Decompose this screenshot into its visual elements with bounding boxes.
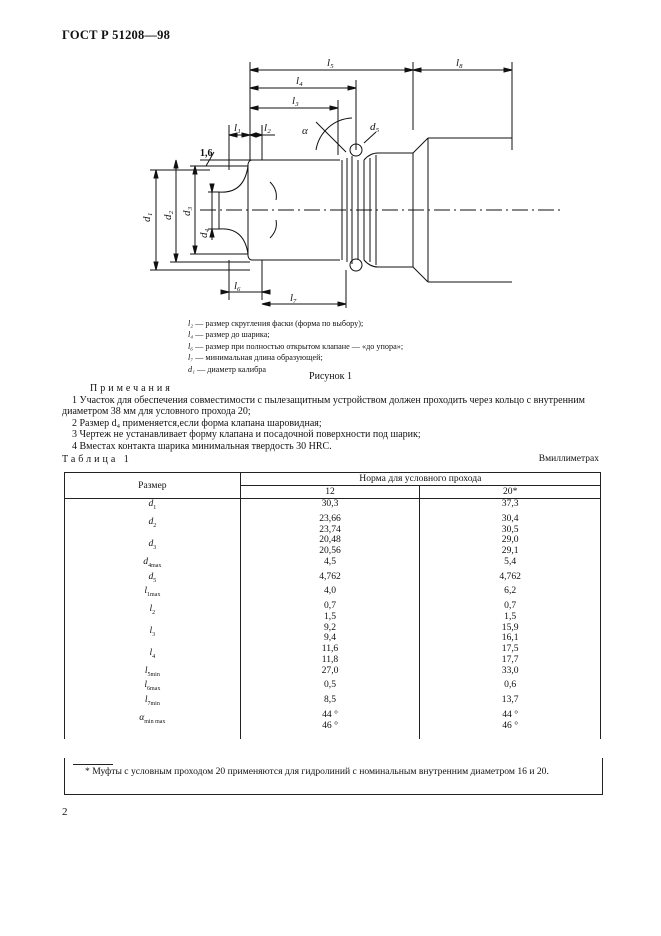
header-col-20: 20* xyxy=(419,485,601,499)
cell-value-20: 0,6 xyxy=(419,680,601,696)
label-l2: l₂ xyxy=(264,122,271,134)
label-alpha: α xyxy=(302,125,308,137)
cell-size: αmin max xyxy=(64,709,241,740)
cell-size: l4 xyxy=(64,644,241,666)
cell-value-12: 30,3 xyxy=(239,498,421,514)
note-item: 1 Участок для обеспечения совместимости … xyxy=(62,394,585,418)
cell-size: d3 xyxy=(64,535,241,557)
cell-value-12: 8,5 xyxy=(239,694,421,710)
label-chamfer: 1,6 xyxy=(200,148,213,159)
legend-item: l₇ — минимальная длина образующей; xyxy=(188,353,323,363)
label-l8: l₈ xyxy=(456,57,463,69)
cell-size: l7min xyxy=(64,694,241,710)
table-caption: Таблица 1 xyxy=(62,454,132,465)
cell-size: l6max xyxy=(64,680,241,696)
cell-value-20: 6,2 xyxy=(419,585,601,601)
cell-value-20: 37,3 xyxy=(419,498,601,514)
note-item: 4 Вместах контакта шарика минимальная тв… xyxy=(72,440,332,452)
notes-title: Примечания xyxy=(90,383,173,394)
cell-size: d5 xyxy=(64,571,241,587)
cell-value-20: 44 °46 ° xyxy=(419,709,601,740)
legend-item: l₂ — размер скругления фаски (форма по в… xyxy=(188,319,364,328)
cell-value-20: 13,7 xyxy=(419,694,601,710)
footnote-text: * Муфты с условным проходом 20 применяют… xyxy=(85,766,549,777)
label-d5: d₅ xyxy=(370,121,380,133)
cell-size: l3 xyxy=(64,622,241,645)
cell-value-12: 27,0 xyxy=(239,665,421,681)
label-d1: d₁ xyxy=(141,213,153,223)
figure-caption: Рисунок 1 xyxy=(309,371,352,382)
cell-size: l5min xyxy=(64,665,241,681)
document-header: ГОСТ Р 51208—98 xyxy=(62,28,171,42)
cell-value-20: 33,0 xyxy=(419,665,601,681)
cell-value-12: 4,762 xyxy=(239,571,421,587)
cell-value-12: 44 °46 ° xyxy=(239,709,421,740)
table-unit: Вмиллиметрах xyxy=(538,454,599,464)
header-size: Размер xyxy=(64,472,241,499)
cell-size: l1max xyxy=(64,585,241,601)
cell-size: d4max xyxy=(64,556,241,572)
cell-value-12: 4,0 xyxy=(239,585,421,601)
footnote-box: * Муфты с условным проходом 20 применяют… xyxy=(64,758,603,795)
technical-drawing: l₅ l₈ l₄ l₃ l₁ l₂ 1,6 d₅ α d₁ d₂ d₃ d₄ l… xyxy=(141,57,560,308)
note-item: 2 Размер d₄ применяется,если форма клапа… xyxy=(72,417,322,429)
legend-item: d₁ — диаметр калибра xyxy=(188,364,266,374)
cell-value-20: 5,4 xyxy=(419,556,601,572)
label-d3: d₃ xyxy=(181,207,193,217)
cell-size: d2 xyxy=(64,513,241,536)
label-d4: d₄ xyxy=(198,229,210,239)
label-l1: l₁ xyxy=(234,122,241,134)
legend-item: l₆ — размер при полностью открытом клапа… xyxy=(188,341,404,351)
legend-item: l₄ — размер до шарика; xyxy=(188,330,270,340)
note-item: 3 Чертеж не устанавливает форму клапана … xyxy=(72,429,421,441)
cell-value-12: 0,5 xyxy=(239,680,421,696)
cell-size: d1 xyxy=(64,498,241,514)
label-l5: l₅ xyxy=(327,57,334,69)
notes-section: Примечания 1 Участок для обеспечения сов… xyxy=(62,383,602,453)
label-l4: l₄ xyxy=(296,75,303,87)
cell-size: l2 xyxy=(64,601,241,623)
header-col-12: 12 xyxy=(239,485,421,499)
label-l3: l₃ xyxy=(292,95,299,107)
label-l6: l₆ xyxy=(234,280,241,292)
label-d2: d₂ xyxy=(162,211,174,221)
label-l7: l₇ xyxy=(290,292,297,304)
cell-value-12: 4,5 xyxy=(239,556,421,572)
data-table: Размер Норма для условного прохода 12 20… xyxy=(64,472,602,740)
cell-value-20: 4,762 xyxy=(419,571,601,587)
header-norm: Норма для условного прохода xyxy=(239,472,602,486)
footnote-rule xyxy=(73,764,113,765)
figure-legend: l₂ — размер скругления фаски (форма по в… xyxy=(188,318,403,375)
page-number: 2 xyxy=(62,806,68,818)
